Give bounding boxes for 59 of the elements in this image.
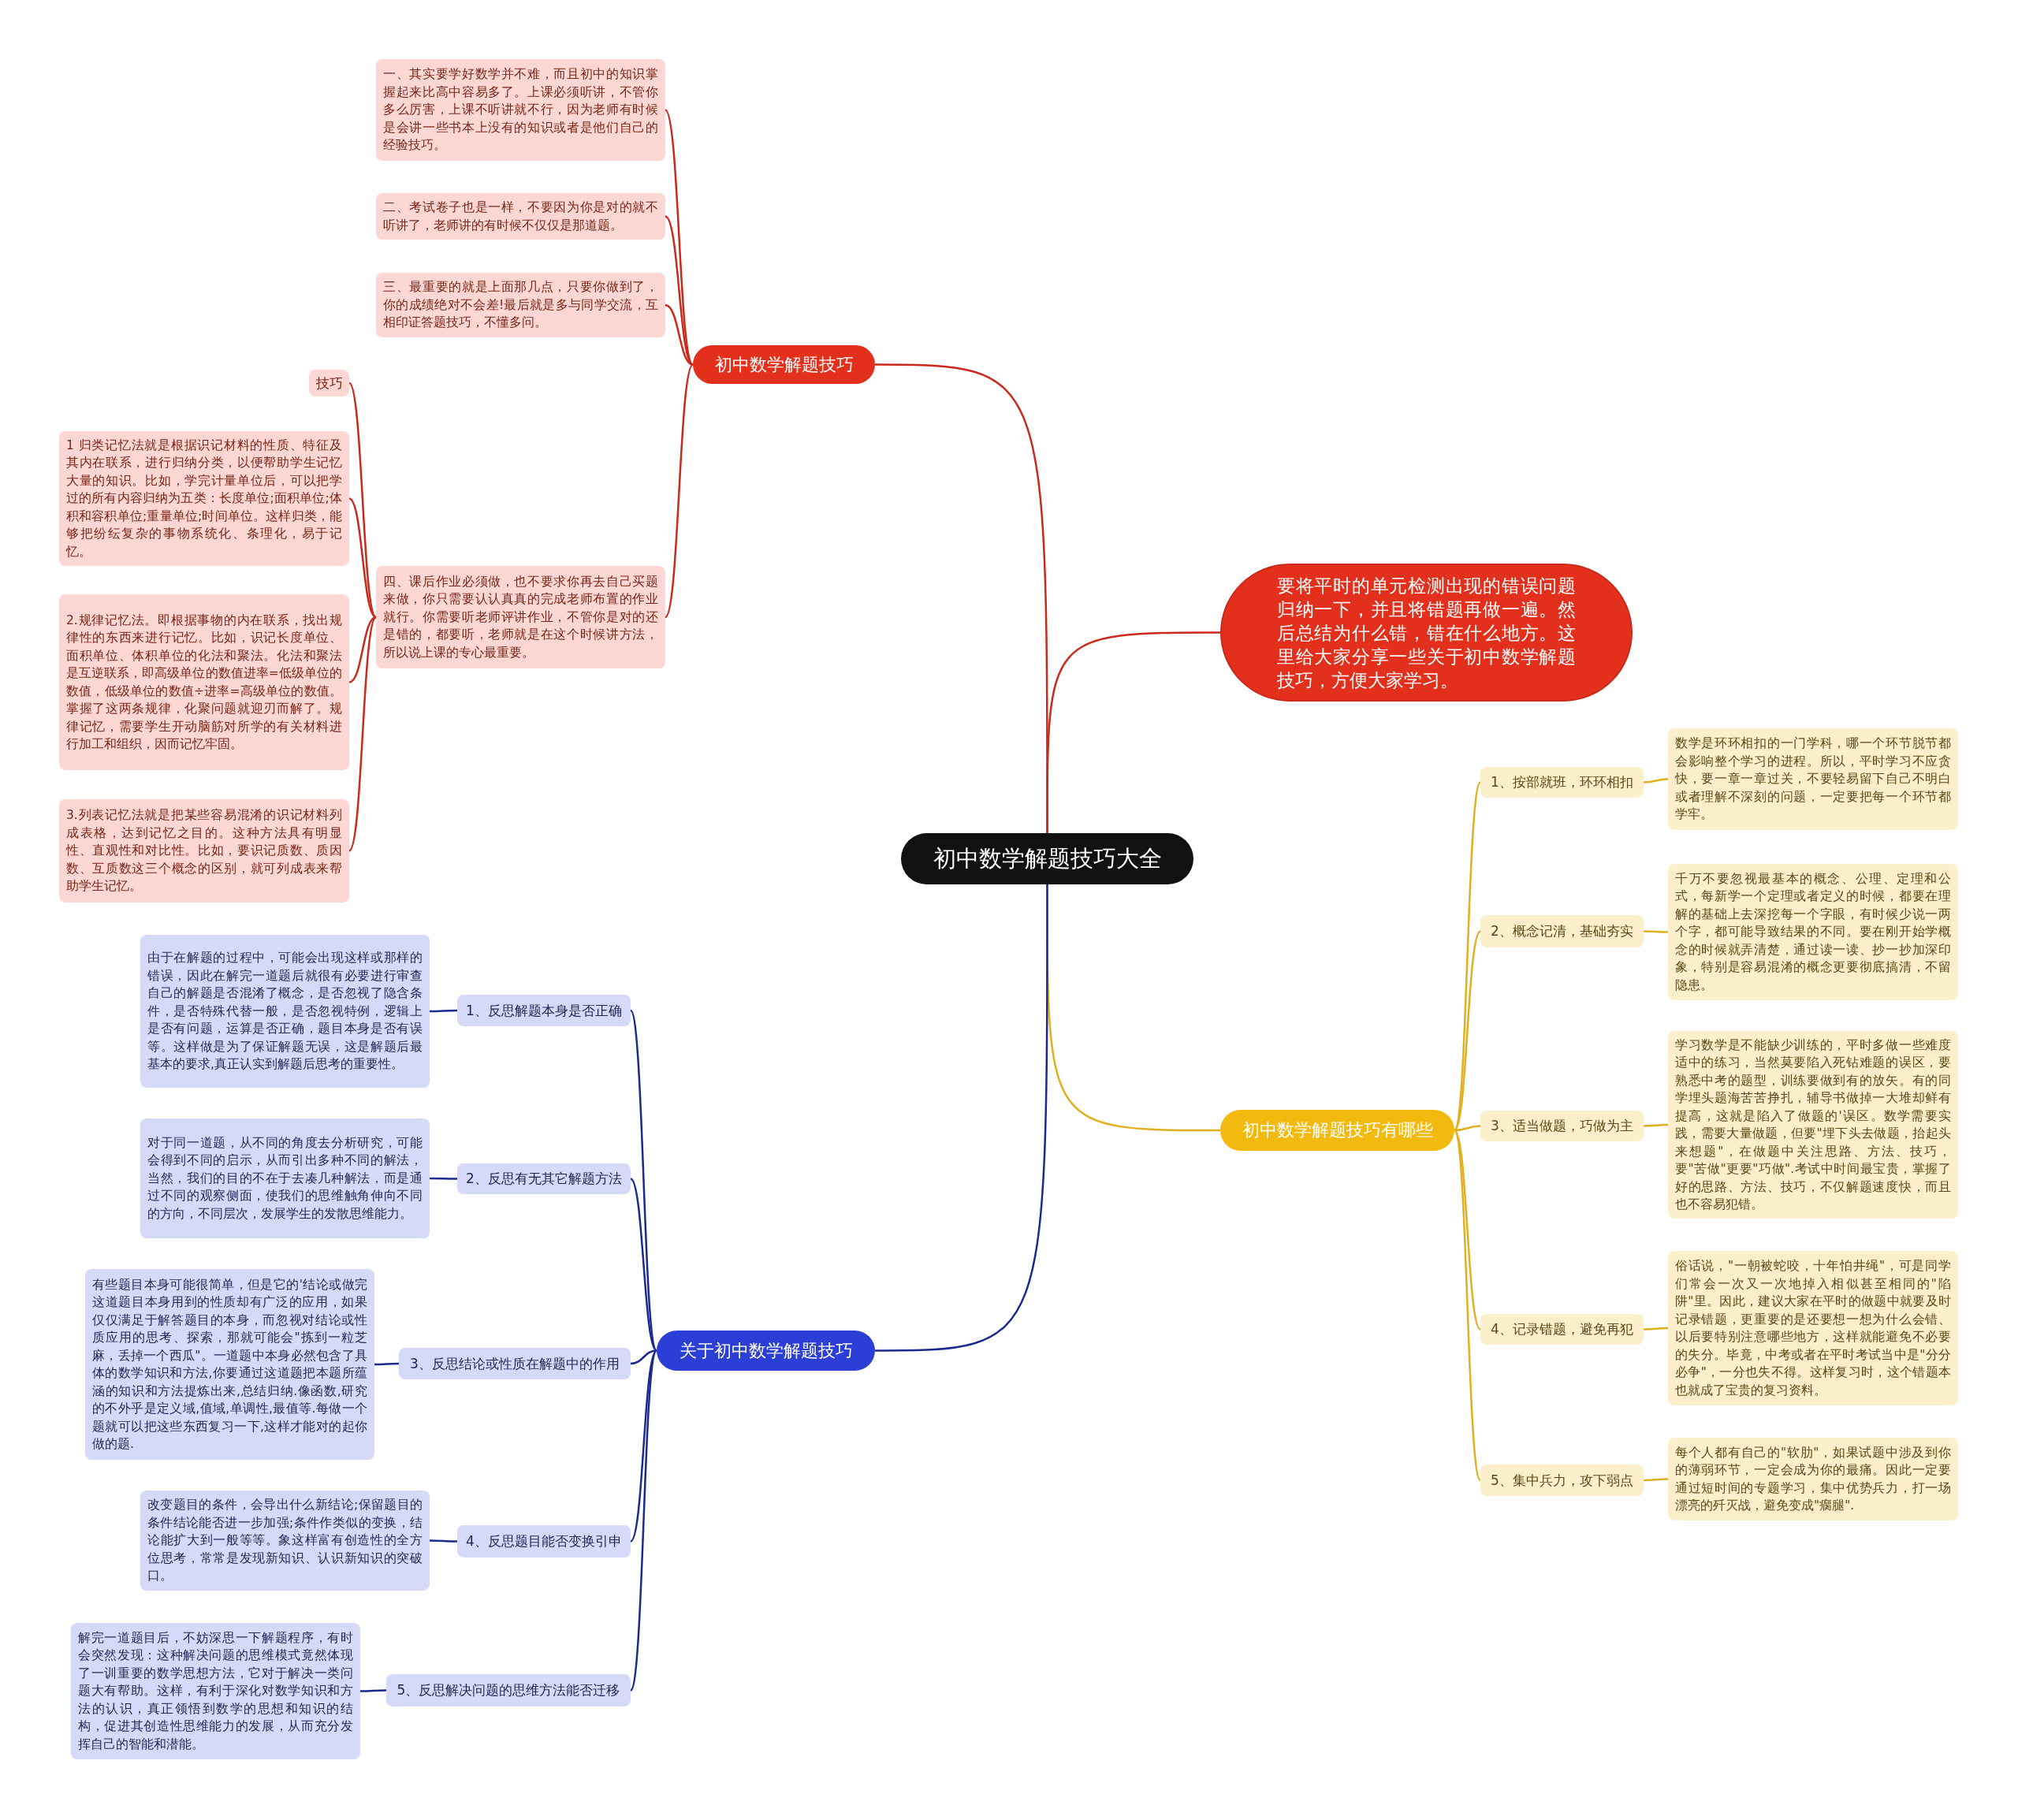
central-topic: 初中数学解题技巧大全 — [901, 833, 1193, 884]
connector-line — [348, 497, 377, 618]
note-card: 改变题目的条件，会导出什么新结论;保留题目的条件结论能否进一步加强;条件作类似的变换，结论能扩大到一般等等。象这样富有创造性的全方位思考，常常是发现新知识、认识新知识的突破口。 — [140, 1491, 430, 1591]
subtopic-label: 2、概念记清，基础夯实 — [1480, 915, 1644, 947]
note-card: 学习数学是不能缺少训练的，平时多做一些难度适中的练习，当然莫要陷入死钻难题的误区，要熟悉中考的题型，训练要做到有的放矢。有的同学埋头题海苦苦挣扎，辅导书做掉一大堆却鲜有提高，这就是陷入了做题的'误区。数学需要实践，需要大量做题，但要"埋下头去做题，抬起头来想题"，在做题中关注思路、方法、技巧，要"苦做"更要"巧做".考试中时间最宝贵，掌握了好的思路、方法、技巧，不仅解题速度快，而且也不容易犯错。 — [1668, 1031, 1958, 1219]
subtopic-label: 4、反思题目能否变换引申 — [457, 1525, 631, 1558]
note-card: 每个人都有自己的"软肋"，如果试题中涉及到你的薄弱环节，一定会成为你的最痛。因此一定要通过短时间的专题学习，集中优势兵力，打一场漂亮的歼灭战，避免变成"瘸腿". — [1668, 1438, 1958, 1520]
connector-line — [1454, 1125, 1481, 1132]
note-card: 三、最重要的就是上面那几点，只要你做到了，你的成绩绝对不会差!最后就是多与同学交流，互相印证答题技巧，不懂多问。 — [376, 273, 665, 337]
connector-line — [875, 884, 1048, 1352]
connector-line — [664, 363, 694, 618]
connector-line — [629, 1350, 658, 1691]
note-card: 二、考试卷子也是一样，不要因为你是对的就不听讲了，老师讲的有时候不仅仅是那道题。 — [376, 193, 665, 240]
connector-line — [1454, 930, 1481, 1131]
connector-line — [665, 215, 694, 366]
note-card: 四、课后作业必须做，也不要求你再去自己买题来做，你只需要认认真真的完成老师布置的作业就行。你需要听老师评讲作业，不管你是对的还是错的，都要听，老师就是在这个时候讲方法，所以说上课的专心最重要。 — [376, 566, 665, 668]
connector-line — [348, 616, 377, 683]
connector-line — [1643, 778, 1669, 783]
connector-line — [1453, 1130, 1482, 1481]
note-card: 数学是环环相扣的一门学科，哪一个环节脱节都会影响整个学习的进程。所以，平时学习不应贪快，要一章一章过关，不要轻易留下自己不明白或者理解不深刻的问题，一定要把每一个环节都学牢。 — [1668, 728, 1958, 830]
connector-line — [360, 1689, 386, 1692]
connector-line — [1644, 1123, 1668, 1127]
connector-line — [630, 1349, 657, 1365]
note-card: 由于在解题的过程中，可能会出现这样或那样的错误，因此在解完一道题后就很有必要进行审查自己的解题是否混淆了概念，是否忽视了隐含条件，是否特殊代替一般，是否忽视特例，逻辑上是否有问题，运算是否正确，题目本身是否有误等。这样做是为了保证解题无误，这是解题后最基本的要求,真正认实到解题后思考的重要性。 — [140, 935, 430, 1088]
connector-line — [374, 1362, 399, 1366]
connector-line — [1644, 1327, 1668, 1331]
branch-topic: 初中数学解题技巧有哪些 — [1220, 1110, 1454, 1151]
connector-line — [665, 303, 694, 366]
callout-bubble: 要将平时的单元检测出现的错误问题归纳一下，并且将错题再做一遍。然后总结为什么错，错在什么地方。这里给大家分享一些关于初中数学解题技巧，方便大家学习。 — [1220, 564, 1633, 702]
note-card: 对于同一道题，从不同的角度去分析研究，可能会得到不同的启示，从而引出多种不同的解法，当然，我们的目的不在于去凑几种解法，而是通过不同的观察侧面，使我们的思维触角伸向不同的方向，不同层次，发展学生的发散思维能力。 — [140, 1118, 430, 1238]
connector-line — [1644, 930, 1668, 933]
branch-topic: 初中数学解题技巧 — [693, 345, 875, 384]
connector-line — [430, 1539, 457, 1543]
connector-line — [348, 616, 378, 852]
connector-line — [430, 1177, 457, 1180]
note-card: 3.列表记忆法就是把某些容易混淆的识记材料列成表格，达到记忆之目的。这种方法具有明显性、直观性和对比性。比如，要识记质数、质因数、互质数这三个概念的区别，就可列成表来帮助学生记忆。 — [59, 799, 349, 903]
note-card: 有些题目本身可能很简单，但是它的'结论或做完这道题目本身用到的性质却有广泛的应用，如果仅仅满足于解答题目的本身，而忽视对结论或性质应用的思考、探索，那就可能会"拣到一粒芝麻，丢掉一个西瓜"。一道题中本身必然包含了具体的数学知识和方法,你要通过这道题把本题所蕴涵的知识和方法提炼出来,总结归纳.像函数,研究的不外乎是定义域,值域,单调性,最值等.每做一个题就可以把这些东西复习一下,这样才能对的起你做的题. — [85, 1269, 374, 1460]
connector-line — [1046, 631, 1220, 833]
note-card: 2.规律记忆法。即根据事物的内在联系，找出规律性的东西来进行记忆。比如，识记长度单位、面积单位、体积单位的化法和聚法。化法和聚法是互逆联系，即高级单位的数值进率=低级单位的数值，低级单位的数值÷进率=高级单位的数值。掌握了这两条规律，化聚问题就迎刃而解了。规律记忆，需要学生开动脑筋对所学的有关材料进行加工和组织，因而记忆牢固。 — [59, 594, 349, 770]
connector-line — [430, 1009, 457, 1013]
note-card: 1 归类记忆法就是根据识记材料的性质、特征及其内在联系，进行归纳分类，以便帮助学生记忆大量的知识。比如，学完计量单位后，可以把学过的所有内容归纳为五类：长度单位;面积单位;体积和容积单位;重量单位;时间单位。这样归类，能够把纷纭复杂的事物系统化、条理化，易于记忆。 — [59, 431, 349, 566]
note-card: 解完一道题目后，不妨深思一下解题程序，有时会突然发现：这种解决问题的思维模式竟然体现了一训重要的数学思想方法，它对于解决一类问题大有帮助。这样，有利于深化对数学知识和方法的认识，真正领悟到数学的思想和知识的结构，促进其创造性思维能力的发展，从而充分发挥自己的智能和潜能。 — [71, 1623, 360, 1759]
connector-line — [1644, 1478, 1668, 1482]
connector-line — [1454, 1130, 1481, 1331]
subtopic-label: 2、反思有无其它解题方法 — [457, 1163, 631, 1194]
connector-line — [630, 1178, 657, 1352]
subtopic-label: 5、反思解决问题的思维方法能否迁移 — [386, 1674, 631, 1706]
note-card: 一、其实要学好数学并不难，而且初中的知识掌握起来比高中容易多了。上课必须听讲，不管你多么厉害，上课不听讲就不行，因为老师有时候是会讲一些书本上没有的知识或者是他们自己的经验技巧。 — [376, 59, 665, 161]
branch-topic: 关于初中数学解题技巧 — [657, 1331, 875, 1371]
note-card: 俗话说，"一朝被蛇咬，十年怕井绳"，可是同学们常会一次又一次地掉入相似甚至相同的"陷阱"里。因此，建议大家在平时的做题中就要及时记录错题，更重要的是还要想一想为什么会错、以后要特别注意哪些地方，这样就能避免不必要的失分。毕竟，中考或者在平时考试当中是"分分必争"，一分也失不得。这样复习时，这个错题本也就成了宝贵的复习资料。 — [1668, 1251, 1958, 1405]
subtopic-label: 5、集中兵力，攻下弱点 — [1480, 1465, 1644, 1496]
subtopic-label: 技巧 — [309, 370, 349, 396]
subtopic-label: 1、按部就班，环环相扣 — [1480, 767, 1644, 798]
subtopic-label: 3、反思结论或性质在解题中的作用 — [399, 1348, 631, 1379]
subtopic-label: 1、反思解题本身是否正确 — [457, 995, 631, 1026]
subtopic-label: 3、适当做题，巧做为主 — [1480, 1111, 1644, 1141]
connector-line — [629, 1010, 658, 1351]
note-card: 千万不要忽视最基本的概念、公理、定理和公式，每新学一个定理或者定义的时候，都要在理解的基础上去深挖每一个字眼，有时候少说一两个字，都可能导致结果的不同。要在刚开始学概念的时候就弄清楚，通过读一读、抄一抄加深印象，特别是容易混淆的概念更要彻底搞清，不留隐患。 — [1668, 864, 1958, 1000]
subtopic-label: 4、记录错题，避免再犯 — [1480, 1314, 1644, 1345]
